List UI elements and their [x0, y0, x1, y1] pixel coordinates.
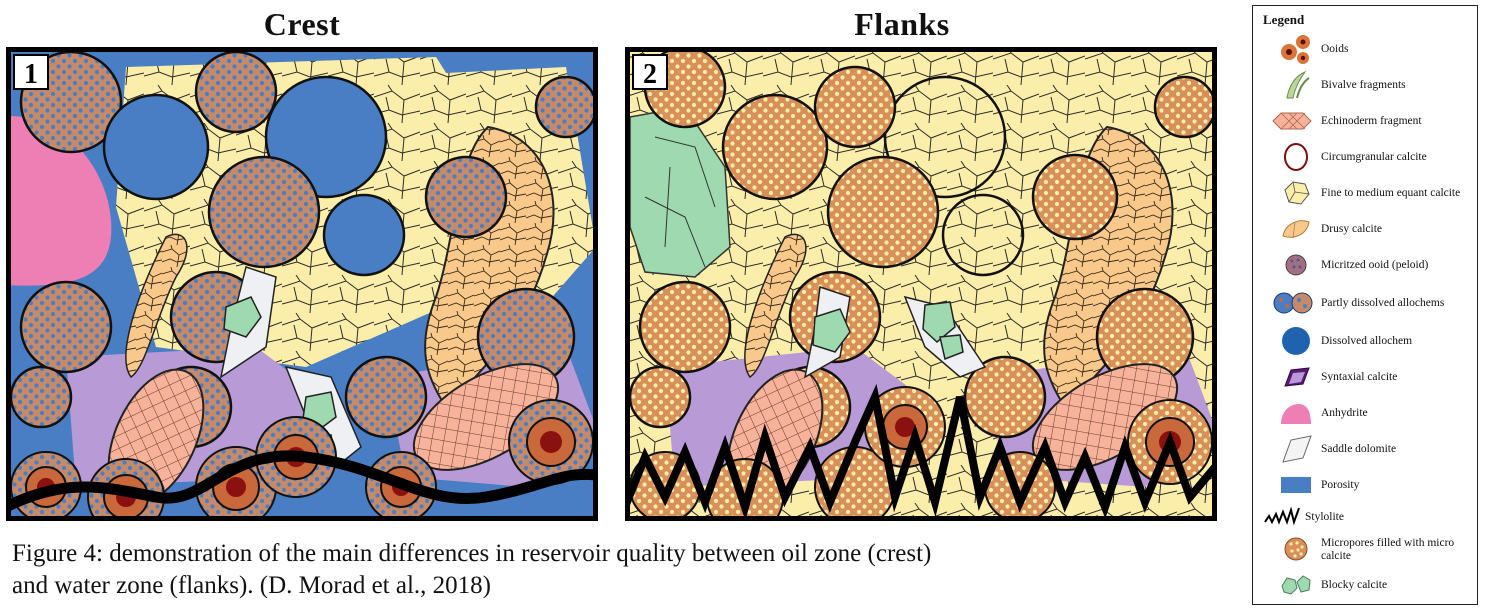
saddle-dolomite-icon: [1282, 435, 1312, 463]
stylolite-icon: [1264, 506, 1300, 526]
legend-label: Partly dissolved allochems: [1321, 297, 1445, 309]
caption-line-2: and water zone (flanks). (D. Morad et al…: [12, 572, 491, 599]
dissolved-allochem-icon: [1282, 327, 1310, 355]
legend-label: Blocky calcite: [1321, 579, 1388, 591]
micropores-micro-calcite-icon: [1284, 537, 1308, 561]
legend-label: Micropores filled with micro calcite: [1321, 537, 1455, 562]
legend-label: Stylolite: [1305, 511, 1344, 523]
legend-item-stylolite: Stylolite: [1253, 500, 1479, 536]
syntaxial-calcite-icon: [1284, 367, 1310, 387]
legend-item-dissolved: Dissolved allochem: [1253, 324, 1479, 360]
figure-caption: Figure 4: demonstration of the main diff…: [12, 538, 1212, 602]
flanks-title: Flanks: [854, 6, 950, 42]
legend-item-porosity: Porosity: [1253, 468, 1479, 504]
circumgranular-calcite-icon: [1284, 143, 1308, 171]
legend-label: Micritzed ooid (peloid): [1321, 259, 1429, 271]
crest-panel-number: 1: [24, 59, 38, 90]
flanks-panel-number: 2: [643, 59, 657, 90]
crest-panel: 1: [6, 47, 598, 521]
legend-label: Saddle dolomite: [1321, 443, 1397, 455]
bivalve-fragments-icon: [1286, 70, 1310, 99]
legend-label: Fine to medium equant calcite: [1321, 187, 1461, 199]
legend-item-micritized: Micritzed ooid (peloid): [1253, 248, 1479, 284]
legend-label: Porosity: [1321, 479, 1360, 491]
anhydrite-icon: [1281, 404, 1311, 424]
legend-item-echinoderm: Echinoderm fragment: [1253, 104, 1479, 140]
legend-label: Circumgranular calcite: [1321, 151, 1427, 163]
legend-item-syntaxial: Syntaxial calcite: [1253, 360, 1479, 396]
legend-item-saddle: Saddle dolomite: [1253, 432, 1479, 468]
legend-item-bivalve: Bivalve fragments: [1253, 68, 1479, 104]
partly-dissolved-allochems-icon: [1273, 292, 1313, 314]
caption-line-1: Figure 4: demonstration of the main diff…: [12, 540, 932, 567]
legend-item-ooids: Ooids: [1253, 32, 1479, 68]
porosity-icon: [1281, 477, 1311, 493]
echinoderm-fragment-icon: [1272, 112, 1312, 130]
drusy-calcite-icon: [1282, 220, 1310, 239]
legend-label: Drusy calcite: [1321, 223, 1382, 235]
legend-item-partly-dissolved: Partly dissolved allochems: [1253, 286, 1479, 322]
ooids-icon: [1281, 35, 1310, 64]
legend-title: Legend: [1263, 12, 1305, 27]
crest-title: Crest: [263, 6, 341, 42]
blocky-calcite-icon: [1281, 575, 1311, 595]
legend-label: Dissolved allochem: [1321, 335, 1413, 347]
legend-item-drusy: Drusy calcite: [1253, 212, 1479, 248]
equant-calcite-icon: [1284, 181, 1310, 205]
legend-label: Anhydrite: [1321, 407, 1368, 419]
legend-item-blocky: Blocky calcite: [1253, 568, 1479, 604]
legend-item-micropores: Micropores filled with micro calcite: [1253, 532, 1479, 568]
flanks-panel: 2: [625, 47, 1217, 521]
legend-label: Echinoderm fragment: [1321, 115, 1422, 127]
legend-label: Ooids: [1321, 43, 1349, 55]
legend-label: Syntaxial calcite: [1321, 371, 1398, 383]
legend-item-circumgranular: Circumgranular calcite: [1253, 140, 1479, 176]
legend-box: Legend Ooids Bivalve fragments Echinoder…: [1252, 5, 1478, 605]
legend-item-anhydrite: Anhydrite: [1253, 396, 1479, 432]
legend-label: Bivalve fragments: [1321, 79, 1406, 91]
legend-item-equant: Fine to medium equant calcite: [1253, 176, 1479, 212]
micritized-ooid-icon: [1285, 254, 1307, 276]
